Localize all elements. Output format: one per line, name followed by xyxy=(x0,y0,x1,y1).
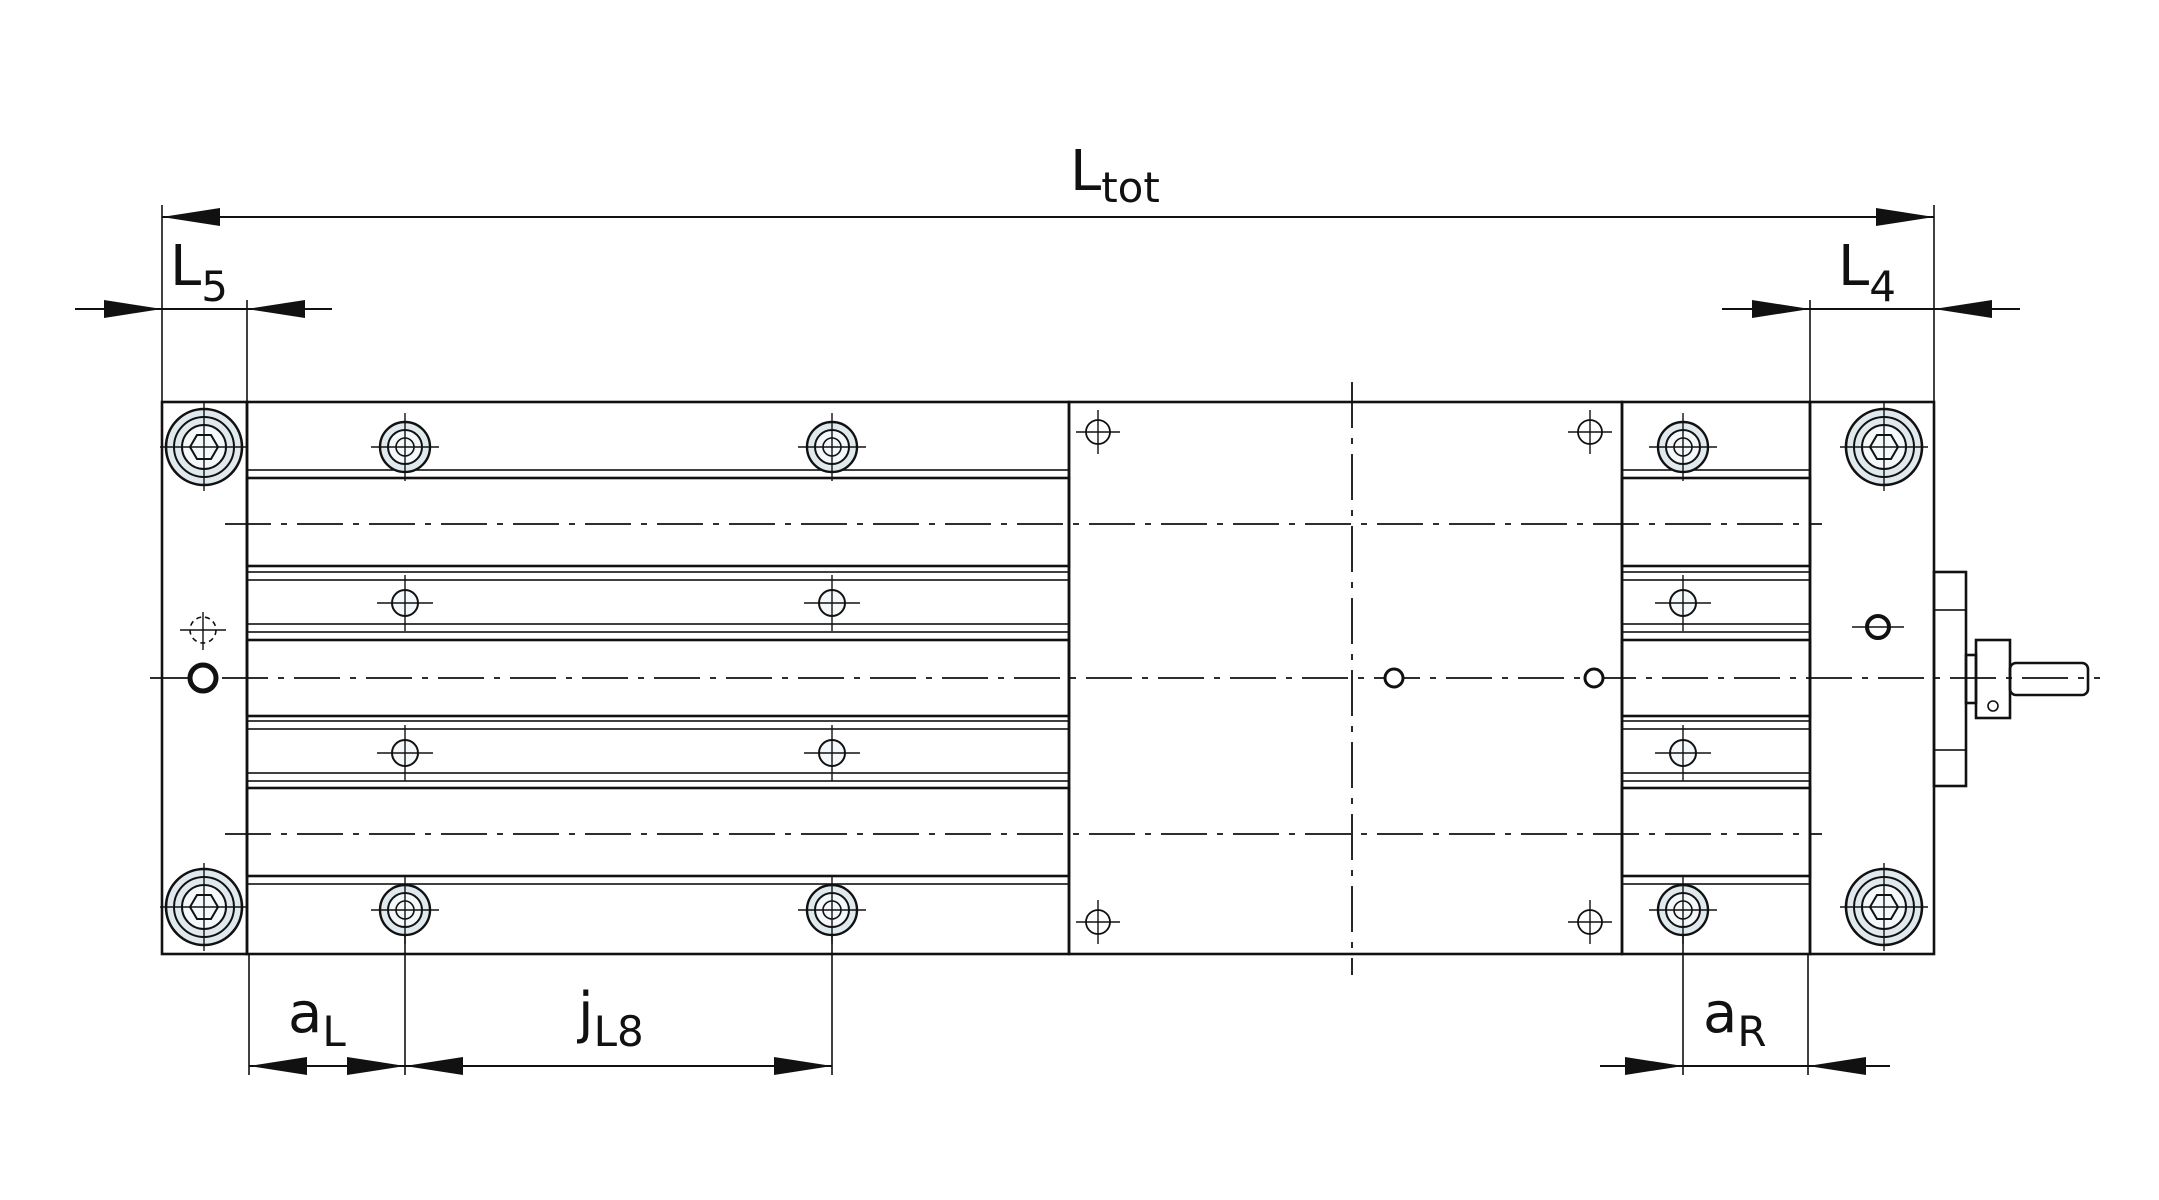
drive-shaft-assembly xyxy=(1932,570,2090,788)
label-left-offset: aL xyxy=(288,981,346,1056)
label-total-length: Ltot xyxy=(1070,139,1160,212)
hex-socket-screws xyxy=(158,401,1930,953)
label-right-offset: aR xyxy=(1703,981,1767,1056)
label-left-end-length: L5 xyxy=(170,234,228,311)
label-hole-spacing: jL8 xyxy=(576,981,644,1056)
end-block-holes xyxy=(180,612,1904,694)
label-right-end-length: L4 xyxy=(1838,234,1896,311)
center-lines xyxy=(150,382,2100,975)
dimension-lines xyxy=(75,205,2020,1075)
carriage-holes xyxy=(1075,409,1613,945)
